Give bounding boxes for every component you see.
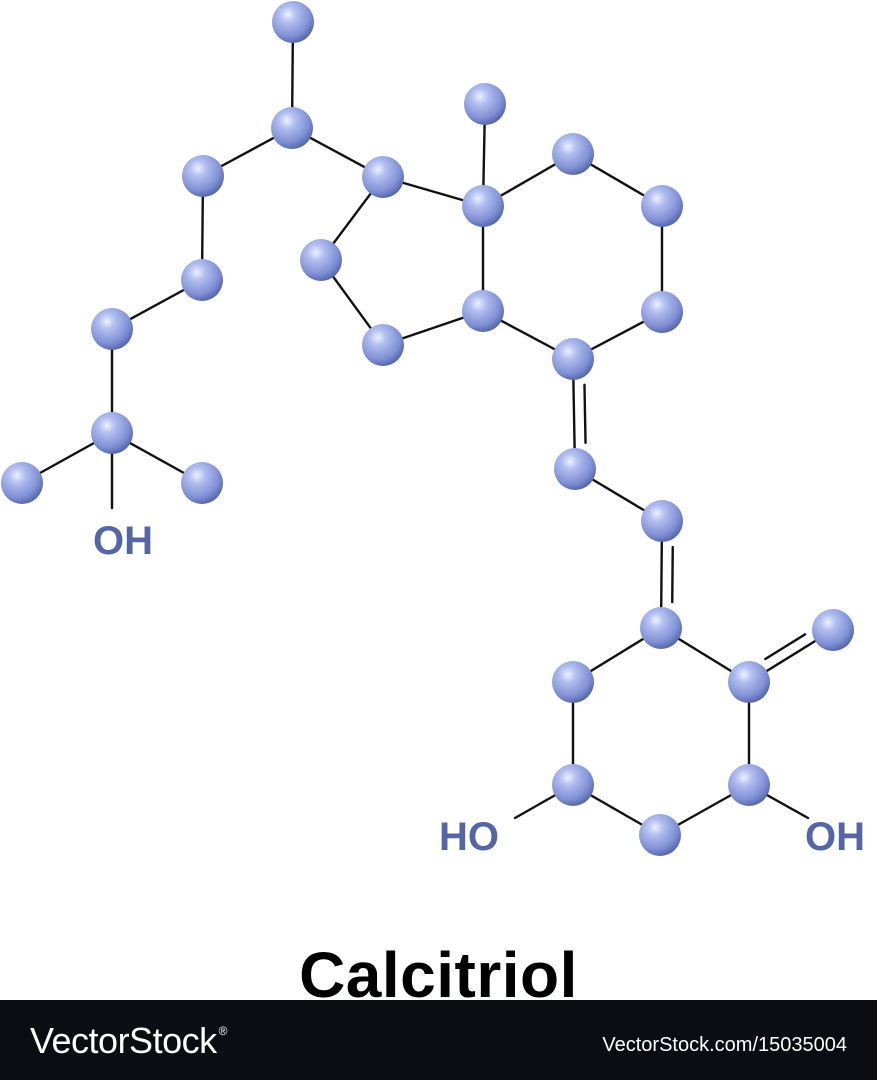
carbon-atom bbox=[552, 133, 594, 175]
carbon-atom bbox=[362, 156, 404, 198]
brand-text: VectorStock bbox=[30, 1020, 217, 1061]
carbon-atom bbox=[272, 1, 314, 43]
carbon-atom bbox=[362, 324, 404, 366]
double-bond-secondary bbox=[764, 633, 807, 661]
molecule-title: Calcitriol bbox=[299, 939, 578, 1011]
double-bond-secondary bbox=[583, 383, 587, 445]
carbon-atom bbox=[182, 155, 224, 197]
carbon-atom bbox=[639, 814, 681, 856]
atoms-layer bbox=[1, 1, 854, 856]
carbon-atom bbox=[641, 500, 683, 542]
double-bond-secondary bbox=[671, 545, 674, 604]
carbon-atom bbox=[728, 661, 770, 703]
carbon-atom bbox=[462, 185, 504, 227]
carbon-atom bbox=[812, 609, 854, 651]
carbon-atom bbox=[641, 185, 683, 227]
footer-brand: VectorStock® bbox=[30, 1020, 227, 1062]
carbon-atom bbox=[641, 291, 683, 333]
carbon-atom bbox=[552, 661, 594, 703]
carbon-atom bbox=[271, 107, 313, 149]
carbon-atom bbox=[552, 764, 594, 806]
carbon-atom bbox=[300, 239, 342, 281]
ring-ho-label: HO bbox=[439, 815, 499, 859]
registered-mark: ® bbox=[218, 1024, 228, 1038]
carbon-atom bbox=[462, 290, 504, 332]
carbon-atom bbox=[1, 462, 43, 504]
footer-bar: VectorStock® VectorStock.com/15035004 bbox=[0, 1000, 877, 1080]
carbon-atom bbox=[554, 448, 596, 490]
carbon-atom bbox=[91, 412, 133, 454]
carbon-atom bbox=[552, 338, 594, 380]
carbon-atom bbox=[91, 308, 133, 350]
carbon-atom bbox=[464, 83, 506, 125]
side-chain-oh-label: OH bbox=[93, 519, 153, 563]
carbon-atom bbox=[181, 259, 223, 301]
carbon-atom bbox=[728, 764, 770, 806]
ring-oh-label: OH bbox=[805, 815, 865, 859]
carbon-atom bbox=[640, 607, 682, 649]
labels-layer: OH HO OH bbox=[93, 519, 865, 859]
calcitriol-structure-diagram: OH HO OH bbox=[1, 1, 865, 859]
footer-image-id: VectorStock.com/15035004 bbox=[602, 1034, 847, 1056]
bonds-layer bbox=[20, 20, 835, 837]
carbon-atom bbox=[181, 462, 223, 504]
